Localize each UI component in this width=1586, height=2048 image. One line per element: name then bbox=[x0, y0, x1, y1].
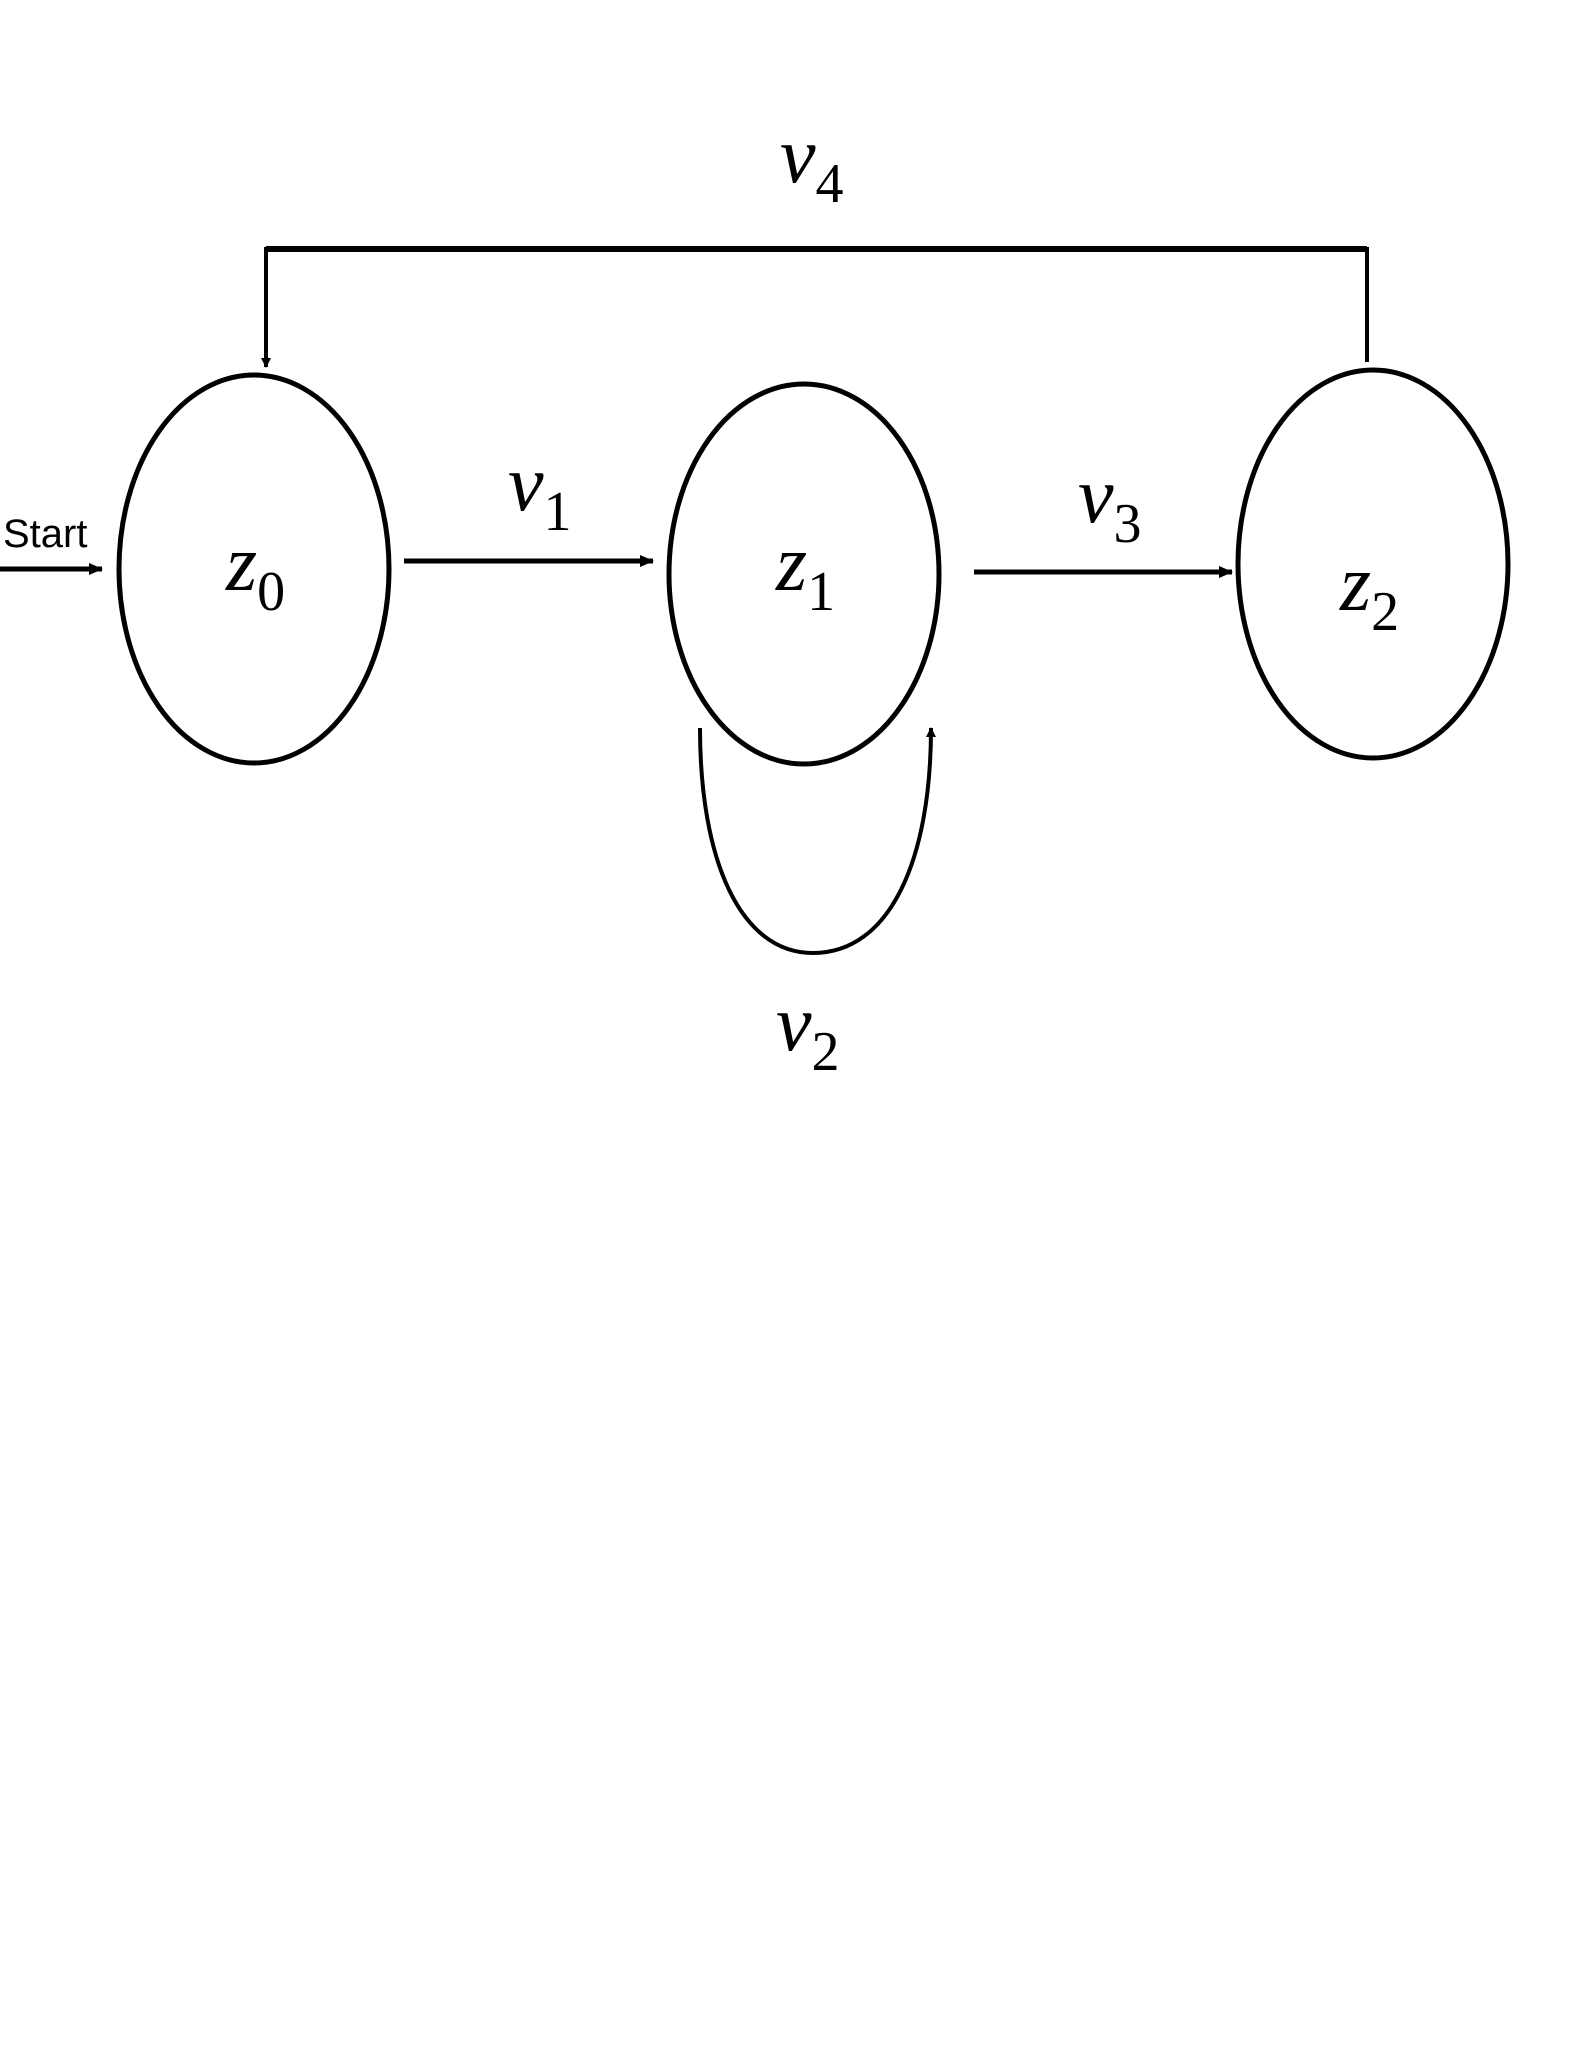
transition-v2-label: v2 bbox=[776, 980, 840, 1083]
start-label: Start bbox=[3, 512, 87, 556]
transition-v2-loop bbox=[698, 727, 936, 956]
state-z2-label: z2 bbox=[1339, 540, 1399, 643]
transition-v3-label: v3 bbox=[1078, 452, 1142, 555]
state-z1-label: z1 bbox=[775, 520, 835, 623]
state-z0-label: z0 bbox=[225, 520, 285, 623]
transition-v4-arrow bbox=[261, 247, 1369, 368]
state-z1 bbox=[666, 381, 942, 767]
transition-v4-label: v4 bbox=[780, 112, 844, 215]
state-z2 bbox=[1235, 367, 1511, 761]
transition-v1-label: v1 bbox=[508, 440, 572, 543]
state-z0 bbox=[116, 372, 392, 766]
